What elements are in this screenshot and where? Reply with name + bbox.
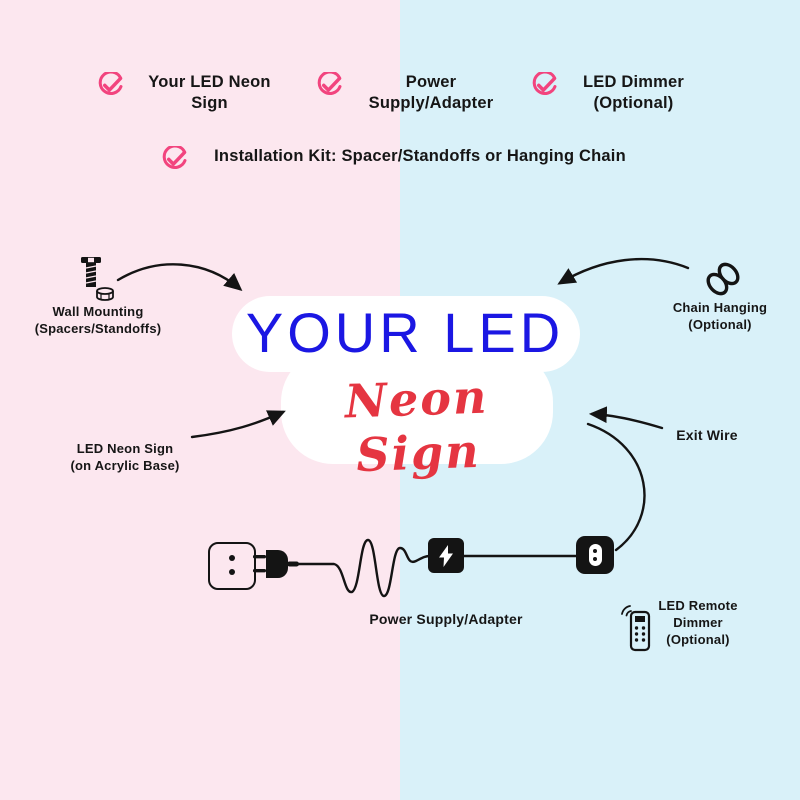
remote-dimmer-line3: (Optional) (666, 631, 730, 647)
neon-sign-line2: (on Acrylic Base) (70, 457, 180, 473)
chain-link-icon (706, 262, 740, 296)
checklist-label: Installation Kit: Spacer/Standoffs or Ha… (214, 147, 626, 165)
checklist-item-power-supply: Power Supply/Adapter (315, 72, 511, 115)
socket-hole (229, 555, 235, 561)
checklist-item-neon-sign: Your LED Neon Sign (96, 72, 287, 115)
inline-dimmer-icon (576, 536, 614, 574)
checklist-label: LED Dimmer (Optional) (582, 73, 685, 113)
screw-standoff-icon (81, 257, 114, 301)
wall-socket-icon (208, 542, 256, 590)
checklist-item-installation-kit: Installation Kit: Spacer/Standoffs or Ha… (160, 146, 644, 174)
wall-mounting-label: Wall Mounting (Spacers/Standoffs) (18, 304, 178, 338)
remote-dimmer-line2: Dimmer (673, 614, 723, 630)
acrylic-base-shape-lower (281, 350, 553, 464)
chain-hanging-line1: Chain Hanging (672, 300, 768, 315)
remote-dimmer-label: LED Remote Dimmer (Optional) (638, 598, 758, 649)
remote-control-icon (621, 605, 651, 652)
neon-sign-line1: LED Neon Sign (76, 441, 174, 456)
check-icon (162, 146, 187, 169)
plug-icon (253, 550, 299, 578)
exit-wire-label: Exit Wire (676, 427, 738, 443)
checklist-label: Power Supply/Adapter (368, 73, 494, 113)
sign-text-your-led: YOUR LED (245, 301, 565, 364)
check-icon (98, 72, 123, 95)
lightning-bolt-icon (439, 544, 453, 567)
power-supply-label: Power Supply/Adapter (369, 611, 523, 627)
wall-mounting-line1: Wall Mounting (52, 304, 144, 319)
sign-text-neon-sign: Neon Sign (343, 369, 490, 483)
check-icon (532, 72, 557, 95)
power-adapter-icon (428, 538, 464, 573)
neon-sign-label: LED Neon Sign (on Acrylic Base) (45, 441, 205, 475)
check-icon (317, 72, 342, 95)
chain-hanging-line2: (Optional) (688, 316, 752, 332)
remote-dimmer-line1: LED Remote (658, 598, 738, 613)
dimmer-switch (588, 544, 602, 566)
wall-mounting-line2: (Spacers/Standoffs) (34, 320, 162, 336)
checklist-item-dimmer: LED Dimmer (Optional) (530, 72, 701, 115)
socket-hole (229, 569, 235, 575)
chain-hanging-label: Chain Hanging (Optional) (655, 300, 785, 334)
checklist-label: Your LED Neon Sign (148, 73, 271, 113)
